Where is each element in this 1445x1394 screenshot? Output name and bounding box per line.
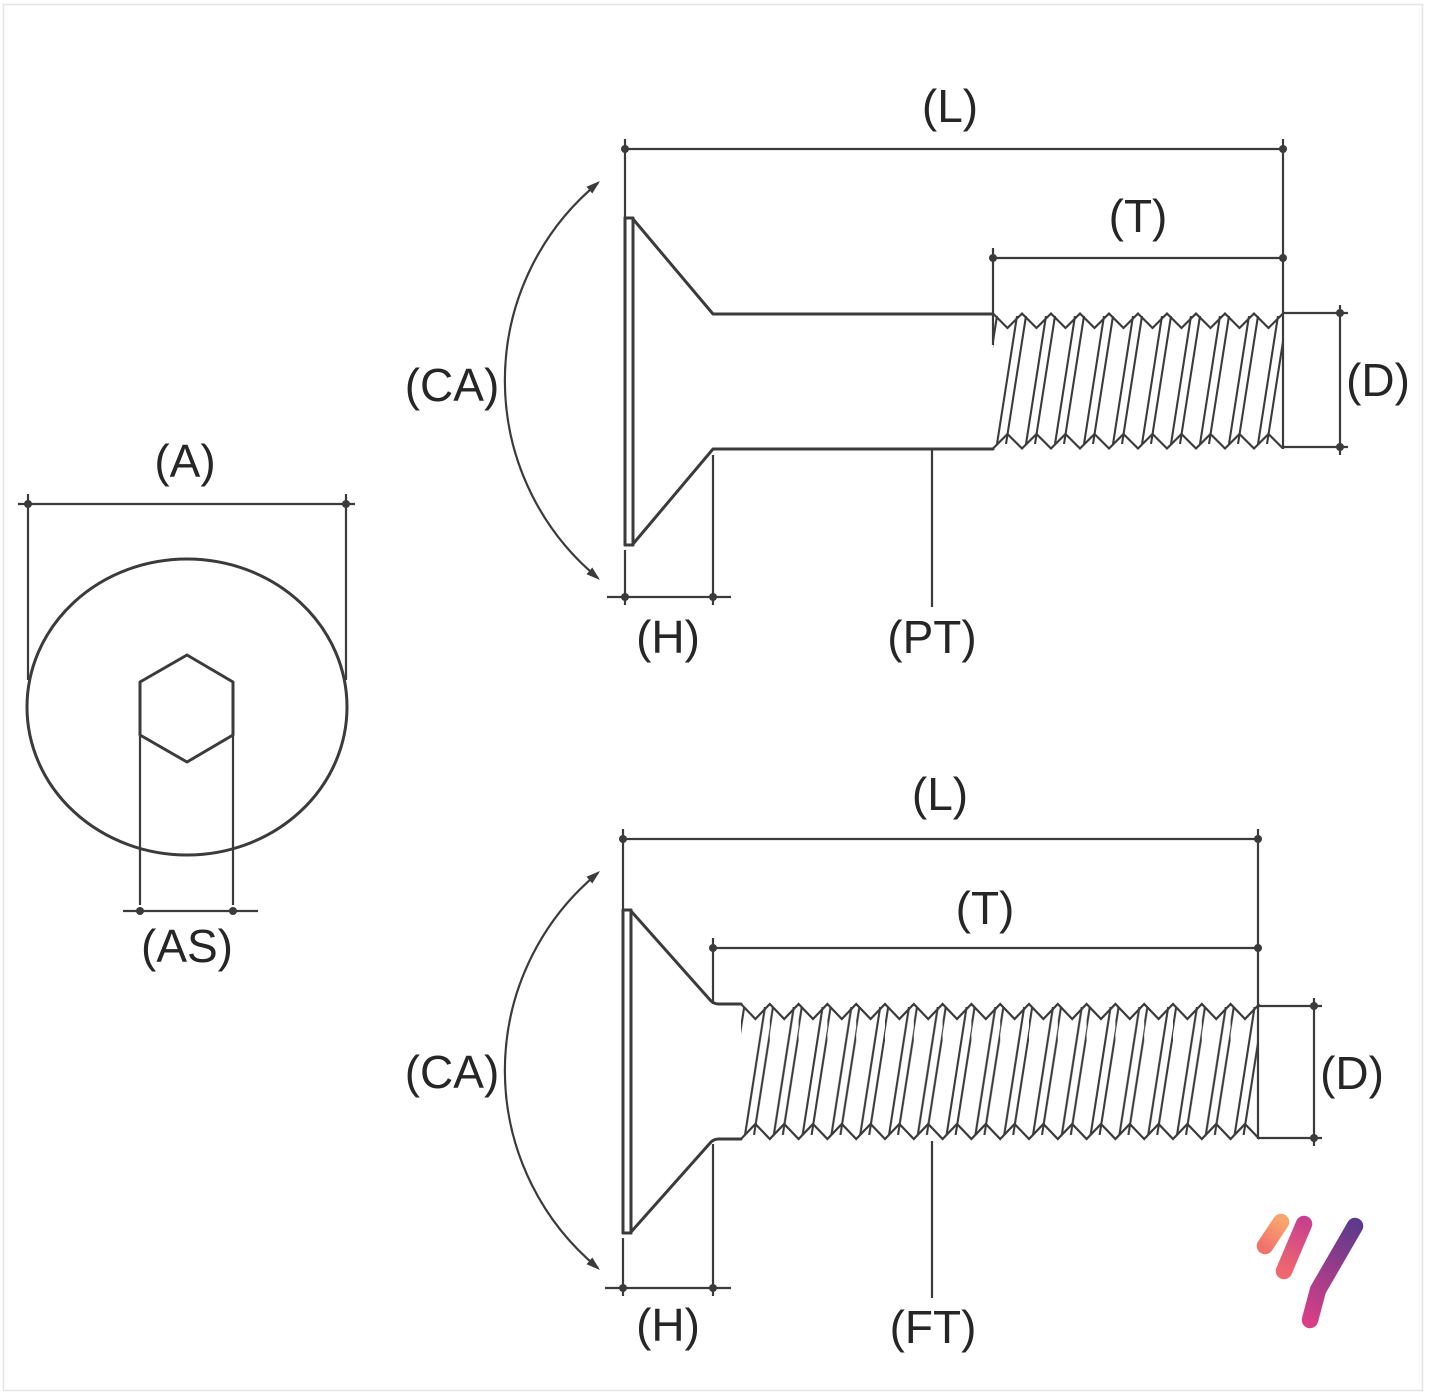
arc-arrowhead [586,181,600,194]
arc-arrowhead [586,871,600,884]
countersink-angle-arc [503,872,599,1269]
dim-dot [619,1284,627,1292]
label-countersink-angle: (CA) [405,1046,500,1098]
dim-dot [1310,1002,1318,1010]
dim-dot [229,907,237,915]
countersink-angle-arc [503,182,599,579]
logo-stroke-middle [1275,1215,1313,1280]
label-socket-width: (AS) [141,920,233,972]
label-countersink-angle: (CA) [405,359,500,411]
page-border [2,3,1424,1392]
logo-stroke-long [1301,1217,1364,1329]
label-head-height: (H) [636,611,700,663]
thread-hatch [993,316,1283,444]
logo-stroke-short [1256,1213,1290,1255]
thread-crest-bottom [740,1122,1261,1141]
dim-dot [1254,944,1262,952]
label-head-height: (H) [636,1299,700,1351]
label-thread-diameter: (D) [1346,354,1410,406]
dim-dot [1336,443,1344,451]
head-circle [25,557,349,857]
label-overall-length: (L) [922,80,978,132]
thread-crest-top [740,1002,1261,1021]
arc-arrowhead [586,567,600,580]
full-thread-screw-view: (L) (T) (CA) (D) [405,768,1384,1353]
arc-arrowhead [586,1257,600,1270]
label-overall-length: (L) [912,768,968,820]
label-thread-length: (T) [956,882,1015,934]
cone-and-shank-bottom [631,447,995,546]
dim-dot [1310,1134,1318,1142]
dim-dot [709,593,717,601]
hex-socket [138,653,235,764]
thread-crest-top [992,311,1284,330]
screw-outline-partial [623,216,1284,547]
label-head-diameter: (A) [154,435,215,487]
label-partial-thread: (PT) [887,611,976,663]
dim-dot [136,907,144,915]
label-full-thread: (FT) [890,1301,977,1353]
cone-and-shank-top [631,217,995,316]
partial-thread-screw-view: (L) (T) (CA) (D) [405,80,1410,663]
screw-outline-full [621,908,1261,1235]
cone-and-ledge-top [629,909,743,1006]
label-thread-diameter: (D) [1320,1047,1384,1099]
label-thread-length: (T) [1109,190,1168,242]
head-top-view: (A) (AS) [18,435,355,972]
dim-dot [709,1284,717,1292]
thread-hatch [741,1007,1258,1135]
brand-logo [1256,1213,1364,1329]
dim-dot [1279,254,1287,262]
dim-dot [621,593,629,601]
thread-crest-bottom [992,432,1284,451]
dim-dot [1336,309,1344,317]
cone-and-ledge-bottom [629,1137,743,1234]
